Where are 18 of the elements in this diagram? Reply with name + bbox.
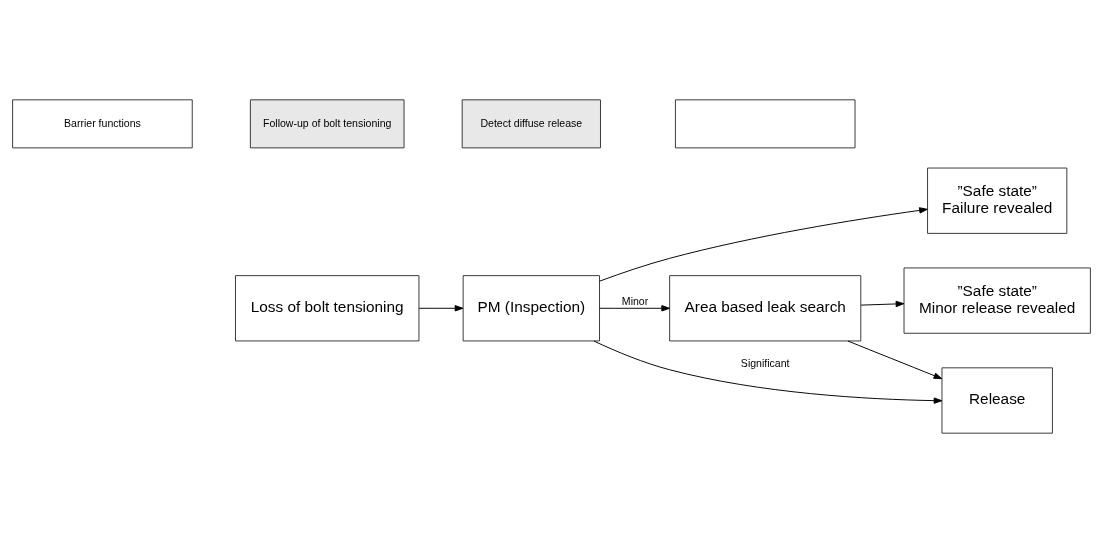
edge-label: Minor xyxy=(621,295,649,308)
arrow xyxy=(418,305,464,312)
arrow xyxy=(599,207,928,282)
node-box: Area based leak search xyxy=(669,275,862,342)
node-box: Loss of bolt tensioning xyxy=(235,275,420,342)
arrow xyxy=(593,340,943,404)
node-box: Release xyxy=(941,367,1053,434)
arrow xyxy=(860,300,905,308)
node-box: Follow-up of bolt tensioning xyxy=(249,99,405,149)
node-box: ”Safe state” Minor release revealed xyxy=(903,267,1091,334)
edge-label: Significant xyxy=(740,356,790,369)
arrow xyxy=(847,340,943,380)
node-box: ”Safe state” Failure revealed xyxy=(927,167,1068,234)
arrow xyxy=(599,305,670,312)
node-box: Detect diffuse release xyxy=(461,99,601,149)
node-box xyxy=(674,99,856,149)
node-box: Barrier functions xyxy=(12,99,193,149)
node-box: PM (Inspection) xyxy=(462,275,600,342)
